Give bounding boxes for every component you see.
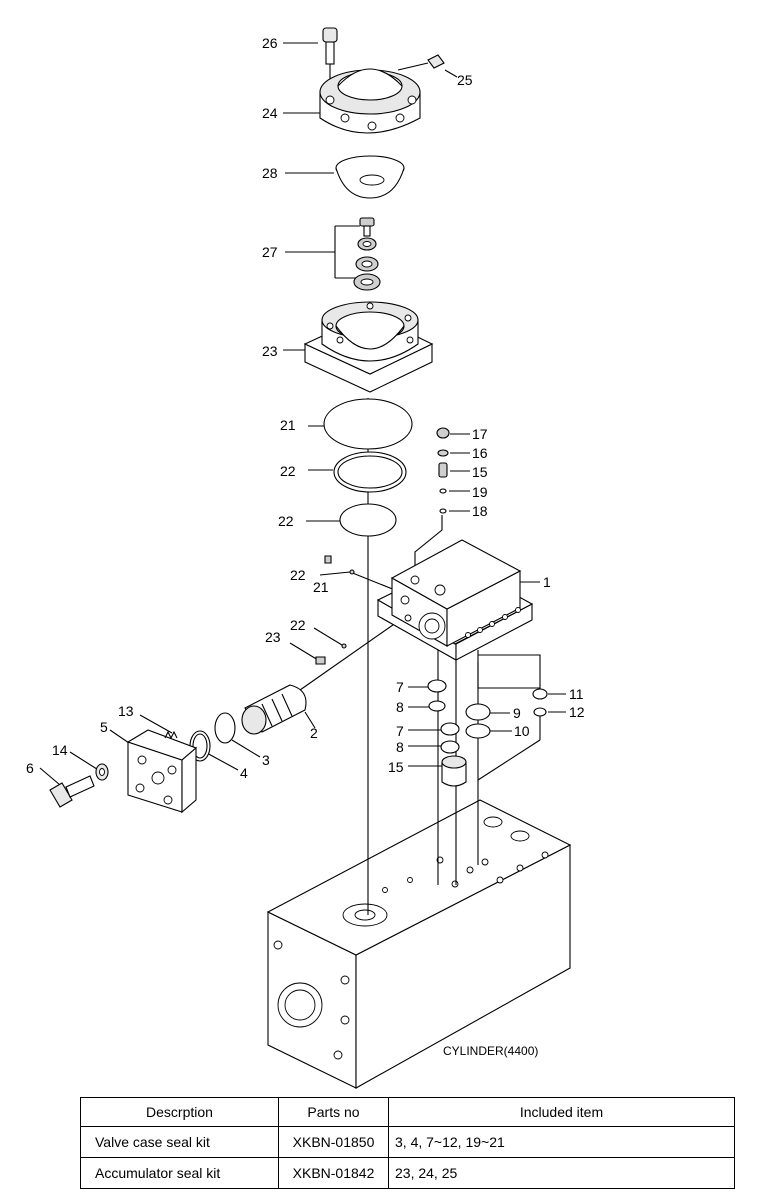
diagram-caption: CYLINDER(4400) bbox=[443, 1044, 538, 1058]
callout-28: 25 bbox=[457, 72, 473, 88]
callout-26: 23 bbox=[262, 343, 278, 359]
plug-15 bbox=[441, 755, 467, 787]
seal-kit-table: Descrption Parts no Included item Valve … bbox=[80, 1097, 735, 1189]
callout-1: 1 bbox=[543, 574, 551, 590]
header-parts-no: Parts no bbox=[278, 1097, 389, 1127]
callout-10: 10 bbox=[514, 723, 530, 739]
callout-14: 14 bbox=[52, 742, 68, 758]
orings-7-12 bbox=[427, 679, 548, 754]
cover-27 bbox=[319, 68, 421, 134]
callout-16: 15 bbox=[472, 464, 488, 480]
callout-labels: 26 25 24 28 27 23 21 22 22 17 16 15 19 1… bbox=[26, 35, 585, 1058]
callout-31: 28 bbox=[262, 165, 278, 181]
cylinder-body bbox=[266, 799, 572, 1089]
table-row: Accumulator seal kit XKBN-01842 23, 24, … bbox=[80, 1157, 735, 1189]
callout-7a: 7 bbox=[396, 679, 404, 695]
spool-2 bbox=[241, 684, 307, 735]
washer-14 bbox=[95, 763, 109, 781]
seal-24 bbox=[333, 451, 407, 493]
diaphragm-31 bbox=[335, 155, 405, 199]
callout-24: 22 bbox=[280, 463, 296, 479]
callout-15: 15 bbox=[388, 759, 404, 775]
header-description: Descrption bbox=[80, 1097, 279, 1127]
callout-13: 13 bbox=[118, 703, 134, 719]
callout-20: 19 bbox=[472, 484, 488, 500]
callout-8b: 8 bbox=[396, 739, 404, 755]
callout-18: 17 bbox=[472, 426, 488, 442]
housing-26 bbox=[303, 301, 434, 393]
ring-3 bbox=[214, 712, 236, 744]
callout-9: 9 bbox=[513, 705, 521, 721]
cell-included-item: 23, 24, 25 bbox=[388, 1157, 735, 1189]
parts-16-20 bbox=[436, 427, 450, 514]
callout-27: 24 bbox=[262, 105, 278, 121]
callout-21b: 22 bbox=[290, 617, 306, 633]
cell-description: Valve case seal kit bbox=[80, 1126, 279, 1158]
callout-11: 11 bbox=[569, 686, 584, 702]
callout-22a: 22 bbox=[290, 567, 306, 583]
callout-19: 18 bbox=[472, 503, 488, 519]
callout-6: 6 bbox=[26, 760, 34, 776]
cell-parts-no: XKBN-01842 bbox=[278, 1157, 389, 1189]
seal-group-30 bbox=[353, 217, 381, 291]
parts-21-22 bbox=[315, 555, 355, 665]
callout-7b: 7 bbox=[396, 723, 404, 739]
callout-21a: 21 bbox=[313, 579, 329, 595]
valve-body-1 bbox=[376, 539, 534, 661]
header-included-item: Included item bbox=[388, 1097, 735, 1127]
table-header-row: Descrption Parts no Included item bbox=[80, 1097, 735, 1127]
seal-25 bbox=[339, 503, 397, 537]
seal-23 bbox=[323, 398, 413, 450]
cell-included-item: 3, 4, 7~12, 19~21 bbox=[388, 1126, 735, 1158]
cell-description: Accumulator seal kit bbox=[80, 1157, 279, 1189]
callout-4: 4 bbox=[240, 765, 248, 781]
bolt-6 bbox=[49, 775, 95, 808]
bolt-29 bbox=[322, 27, 338, 65]
callout-8a: 8 bbox=[396, 699, 404, 715]
plug-28 bbox=[427, 54, 445, 69]
callout-23: 21 bbox=[280, 417, 296, 433]
callout-2: 2 bbox=[310, 725, 318, 741]
callout-17: 16 bbox=[472, 445, 488, 461]
table-row: Valve case seal kit XKBN-01850 3, 4, 7~1… bbox=[80, 1126, 735, 1158]
callout-5: 5 bbox=[100, 719, 108, 735]
callout-25: 22 bbox=[278, 513, 294, 529]
callout-3: 3 bbox=[262, 752, 270, 768]
callout-29: 26 bbox=[262, 35, 278, 51]
spring-13 bbox=[164, 730, 178, 740]
callout-22b: 23 bbox=[265, 629, 281, 645]
exploded-parts-diagram: 26 25 24 28 27 23 21 22 22 17 16 15 19 1… bbox=[26, 27, 585, 1089]
cover-5 bbox=[126, 729, 198, 814]
cell-parts-no: XKBN-01850 bbox=[278, 1126, 389, 1158]
callout-12: 12 bbox=[569, 704, 585, 720]
callout-30: 27 bbox=[262, 244, 278, 260]
